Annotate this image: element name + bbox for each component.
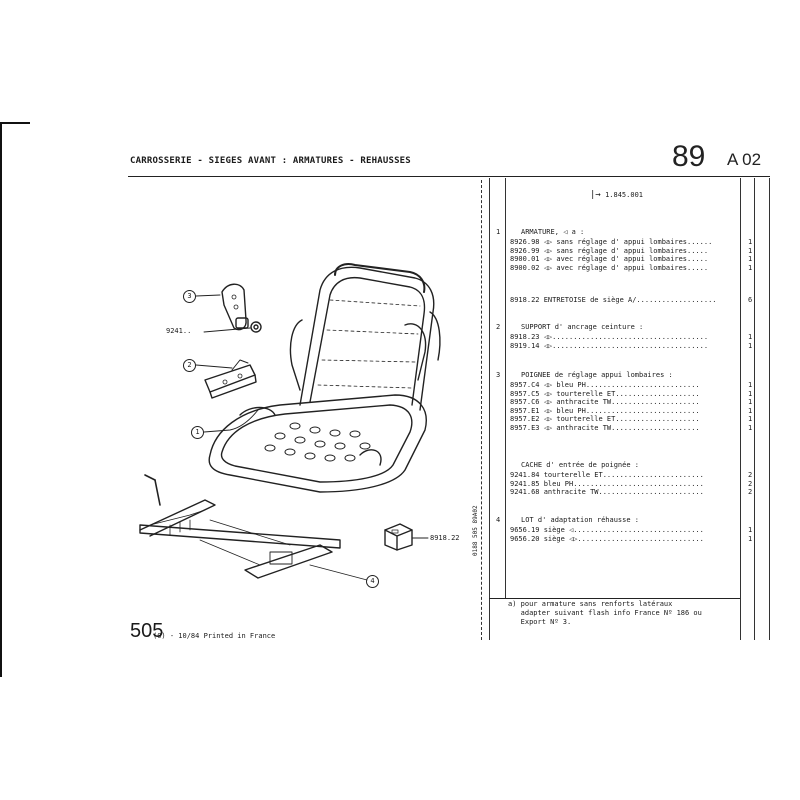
crop-mark-vertical bbox=[0, 122, 2, 677]
part-quantity: 2 bbox=[748, 488, 753, 497]
part-line: 8957.E1 ◁▷ bleu PH......................… bbox=[510, 406, 700, 415]
page-number: 89 bbox=[672, 140, 706, 173]
belt-anchor-drawing bbox=[204, 359, 257, 399]
section-heading: ARMATURE, ◁ a : bbox=[521, 228, 585, 236]
column-divider-mid bbox=[505, 178, 506, 598]
section-number: 1 bbox=[496, 228, 501, 236]
callout-2: 2 bbox=[183, 359, 196, 372]
part-quantity: 1 bbox=[748, 238, 753, 246]
part-line: 9656.20 siège ◁▷........................… bbox=[510, 534, 704, 543]
part-quantity: 6 bbox=[748, 296, 753, 304]
column-divider-qty-right bbox=[754, 178, 755, 640]
part-line: 8918.22 ENTRETOISE de siège A/..........… bbox=[510, 296, 717, 304]
part-line: 8900.02 ◁▷ avec réglage d' appui lombair… bbox=[510, 263, 709, 272]
part-line: 9656.19 siège ◁.........................… bbox=[510, 526, 704, 534]
seat-frame-drawing bbox=[208, 263, 441, 493]
serial-value: 1.845.001 bbox=[605, 191, 643, 199]
part-line: 8918.23 ◁▷..............................… bbox=[510, 333, 709, 341]
part-quantity: 1 bbox=[748, 381, 753, 389]
header-rule bbox=[128, 176, 770, 177]
column-divider-right bbox=[769, 178, 770, 640]
footer-print-info: (0) - 10/84 Printed in France bbox=[153, 632, 276, 640]
part-line: 9241.68 anthracite TW...................… bbox=[510, 488, 704, 497]
section-number: 3 bbox=[496, 371, 501, 379]
part-quantity: 1 bbox=[748, 526, 753, 534]
part-line: 8957.C6 ◁▷ anthracite TW................… bbox=[510, 398, 700, 407]
column-divider-qty-left bbox=[740, 178, 741, 640]
part-line: 8926.99 ◁▷ sans réglage d' appui lombair… bbox=[510, 246, 709, 255]
section-heading: CACHE d' entrée de poignée : bbox=[521, 461, 640, 469]
footer-model-code: 505 bbox=[130, 620, 164, 642]
callout-label-9241: 9241.. bbox=[166, 327, 192, 335]
part-line: 8957.E3 ◁▷ anthracite TW................… bbox=[510, 424, 700, 432]
page-title: CARROSSERIE - SIEGES AVANT : ARMATURES -… bbox=[130, 156, 411, 166]
part-quantity: 1 bbox=[748, 389, 753, 398]
part-quantity: 2 bbox=[748, 479, 753, 488]
page-reference: A 02 bbox=[727, 150, 762, 169]
section-number: 2 bbox=[496, 323, 501, 331]
part-quantity: 1 bbox=[748, 415, 753, 424]
part-line: 9241.84 tourterelle ET..................… bbox=[510, 471, 704, 479]
section-number: 4 bbox=[496, 516, 501, 524]
part-quantity: 1 bbox=[748, 398, 753, 407]
part-quantity: 1 bbox=[748, 406, 753, 415]
part-quantity: 1 bbox=[748, 341, 753, 350]
part-line: 9241.85 bleu PH.........................… bbox=[510, 479, 704, 488]
section-heading: POIGNEE de réglage appui lombaires : bbox=[521, 371, 673, 379]
part-quantity: 1 bbox=[748, 246, 753, 255]
part-quantity: 2 bbox=[748, 471, 753, 479]
serial-arrow-icon: |→ bbox=[590, 190, 601, 200]
part-quantity: 1 bbox=[748, 424, 753, 432]
callout-label-8918: 8918.22 bbox=[430, 534, 460, 542]
part-quantity: 1 bbox=[748, 255, 753, 264]
spacer-block-drawing bbox=[384, 523, 413, 551]
part-line: 8919.14 ◁▷..............................… bbox=[510, 341, 709, 350]
part-line: 8900.01 ◁▷ avec réglage d' appui lombair… bbox=[510, 255, 709, 264]
notes-rule bbox=[489, 598, 740, 599]
lumbar-handle-drawing bbox=[221, 283, 262, 333]
footnote: a) pour armature sans renforts latéraux … bbox=[508, 600, 702, 626]
callout-4: 4 bbox=[366, 575, 379, 588]
part-line: 8957.C4 ◁▷ bleu PH......................… bbox=[510, 381, 700, 389]
part-quantity: 1 bbox=[748, 263, 753, 272]
part-line: 8957.E2 ◁▷ tourterelle ET...............… bbox=[510, 415, 700, 424]
part-quantity: 1 bbox=[748, 534, 753, 543]
part-quantity: 1 bbox=[748, 333, 753, 341]
serial-range: |→ 1.845.001 bbox=[590, 190, 643, 200]
section-heading: SUPPORT d' ancrage ceinture : bbox=[521, 323, 644, 331]
column-divider-left bbox=[489, 178, 490, 640]
crop-mark-horizontal bbox=[0, 122, 30, 124]
part-line: 8957.C5 ◁▷ tourterelle ET...............… bbox=[510, 389, 700, 398]
callout-1: 1 bbox=[191, 426, 204, 439]
column-divider-dashed bbox=[481, 180, 482, 640]
callout-3: 3 bbox=[183, 290, 196, 303]
section-heading: LOT d' adaptation réhausse : bbox=[521, 516, 640, 524]
part-line: 8926.98 ◁▷ sans réglage d' appui lombair… bbox=[510, 238, 713, 246]
seat-rail-drawing bbox=[139, 474, 341, 579]
